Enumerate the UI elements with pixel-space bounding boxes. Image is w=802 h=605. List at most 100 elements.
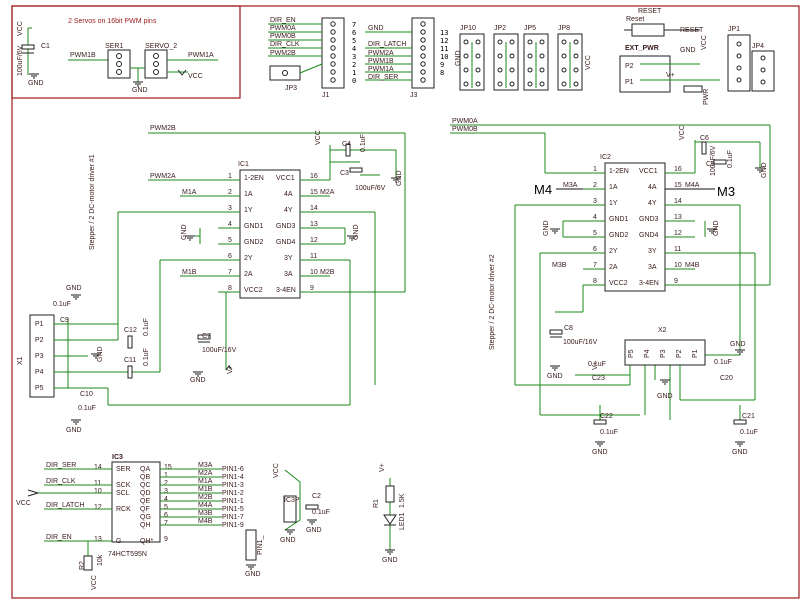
- jp3-label: JP3: [285, 85, 297, 92]
- ic2-pin-13-name: GND3: [639, 216, 659, 223]
- j1-pin-6: 6: [352, 29, 356, 37]
- ic3-pin-15: 15: [164, 464, 172, 471]
- jp5-label: JP5: [524, 25, 536, 32]
- j3-pin-13: 13: [440, 29, 448, 37]
- ic1-pin-8-num: 8: [228, 285, 232, 292]
- ic3-out-1: M2A: [198, 470, 213, 477]
- ic2-net-m4a: M4A: [685, 182, 700, 189]
- c4-value: 0.1uF: [360, 134, 367, 152]
- r1-label: R1: [373, 499, 380, 508]
- servo-section: 2 Servos on 16bit PWM pins VCC C1 100uF/…: [17, 18, 218, 94]
- jp8-label: JP8: [558, 25, 570, 32]
- ic2-pin-6-name: 2Y: [609, 248, 618, 255]
- r2-vcc: VCC: [91, 575, 98, 590]
- ic2-vplus: V+: [592, 361, 599, 370]
- ic2-pin-1-name: 1-2EN: [609, 168, 629, 175]
- ic2-net-pwm0b: PWM0B: [452, 126, 478, 133]
- c22-label: C22: [600, 413, 613, 420]
- c23-value: 0.1uF: [588, 361, 606, 368]
- ic3-pin-qa: QA: [140, 466, 150, 473]
- ic3-pin-3: 3: [164, 488, 168, 495]
- c3-label: C3: [340, 170, 349, 177]
- pwr-jumper: [683, 85, 703, 93]
- ic2-pin-8-num: 8: [593, 278, 597, 285]
- ic3p-gnd-1: GND: [280, 537, 296, 544]
- pwm1a-net: PWM1A: [188, 52, 214, 59]
- ic2-pin-7-num: 7: [593, 262, 597, 269]
- x1-p1: P1: [35, 321, 44, 328]
- ic1-net-pwm2b: PWM2B: [150, 125, 176, 132]
- ic3-outpin-4: PIN1-1: [222, 498, 244, 505]
- c1-label: C1: [41, 43, 50, 50]
- x1-p5: P5: [35, 385, 44, 392]
- ic1-pin-16-name: VCC1: [276, 175, 295, 182]
- ext-pwr-p1: P1: [625, 79, 634, 86]
- ic2-pin-4-num: 4: [593, 214, 597, 221]
- ic3-outpin-5: PIN1-5: [222, 506, 244, 513]
- c11-value: 0.1uF: [143, 348, 150, 366]
- ic3-out-5: M4A: [198, 502, 213, 509]
- reset-label-2: Reset: [626, 16, 644, 23]
- j3-net-3: PWM1B: [368, 58, 394, 65]
- ic2-gnd-right: GND: [713, 220, 720, 236]
- j3-header: J3 GND DIR_LATCH PWM2A PWM1B PWM1A DIR_S…: [365, 17, 448, 99]
- ic3-pin-10: 10: [94, 488, 102, 495]
- ic2-pin-6-num: 6: [593, 246, 597, 253]
- ic1-driver: IC1 1-2EN 1A 1Y GND1 GND2 2Y 2A VCC2 1 2…: [89, 125, 406, 405]
- ic3-pin-9: 9: [164, 536, 168, 543]
- r2-value: 10k: [97, 554, 104, 566]
- j1-pin-0: 0: [352, 77, 356, 85]
- ic3-outpin-1: PIN1-4: [222, 474, 244, 481]
- j1-pin-1: 1: [352, 69, 356, 77]
- ic3-pin-5: 5: [164, 504, 168, 511]
- ic3-pin-4: 4: [164, 496, 168, 503]
- c9-gnd: GND: [66, 285, 82, 292]
- c3-cap: [349, 167, 363, 173]
- j1-net-1: PWM0A: [270, 25, 296, 32]
- x2-p5: P5: [628, 349, 635, 358]
- ic2-net-m3b: M3B: [552, 262, 567, 269]
- c23-label: C23: [592, 375, 605, 382]
- ic1-pin-14-num: 14: [310, 205, 318, 212]
- ic2-pin-2-name: 1A: [609, 184, 618, 191]
- c4-cap: [345, 143, 351, 157]
- j1-net-3: DIR_CLK: [270, 41, 300, 48]
- ic1-name: IC1: [238, 161, 249, 168]
- ic1-pin-4-num: 4: [228, 221, 232, 228]
- ic3p-gnd-2: GND: [306, 527, 322, 534]
- led-gnd: GND: [382, 557, 398, 564]
- ic1-pin-13-num: 13: [310, 221, 318, 228]
- ic1-net-m1b: M1B: [182, 269, 197, 276]
- c9-label: C9: [60, 317, 69, 324]
- c9-value: 0.1uF: [53, 301, 71, 308]
- ic1-pin-3-name: 1Y: [244, 207, 253, 214]
- ic2-gnd-top: GND: [761, 162, 768, 178]
- c1-gnd: GND: [28, 80, 44, 87]
- ic3-outpin-2: PIN1-3: [222, 482, 244, 489]
- motor-m3-label: M3: [717, 184, 735, 199]
- jp10-header: JP10 GND: [455, 25, 485, 91]
- c4-label: C4: [342, 141, 351, 148]
- ic3p-vcc: VCC: [273, 463, 280, 478]
- ic3-outpin-0: PIN1-6: [222, 466, 244, 473]
- ic3-pin-12: 12: [94, 504, 102, 511]
- ic1-pin-9-name: 3-4EN: [276, 287, 296, 294]
- ic2-pin-10-name: 3A: [648, 264, 657, 271]
- ic2-pin-15-name: 4A: [648, 184, 657, 191]
- j3-pin-10: 10: [440, 53, 448, 61]
- j1-net-2: PWM0B: [270, 33, 296, 40]
- ext-pwr-p2: P2: [625, 63, 634, 70]
- ext-pwr-label: EXT_PWR: [625, 45, 659, 52]
- j3-net-5: DIR_SER: [368, 74, 398, 81]
- ic3-out-4: M2B: [198, 494, 213, 501]
- ic1-net-m2a: M2A: [320, 189, 335, 196]
- ic3-out-0: M3A: [198, 462, 213, 469]
- servo-vcc: VCC: [188, 73, 203, 80]
- c7-vplus: V+: [227, 365, 234, 374]
- x1-p2: P2: [35, 337, 44, 344]
- ic2-pin-7-name: 2A: [609, 264, 618, 271]
- c20-gnd: GND: [730, 341, 746, 348]
- j3-net-0: GND: [368, 25, 384, 32]
- ic3-net-dir-latch: DIR_LATCH: [46, 502, 84, 509]
- ic3-pin-rck: RCK: [116, 506, 131, 513]
